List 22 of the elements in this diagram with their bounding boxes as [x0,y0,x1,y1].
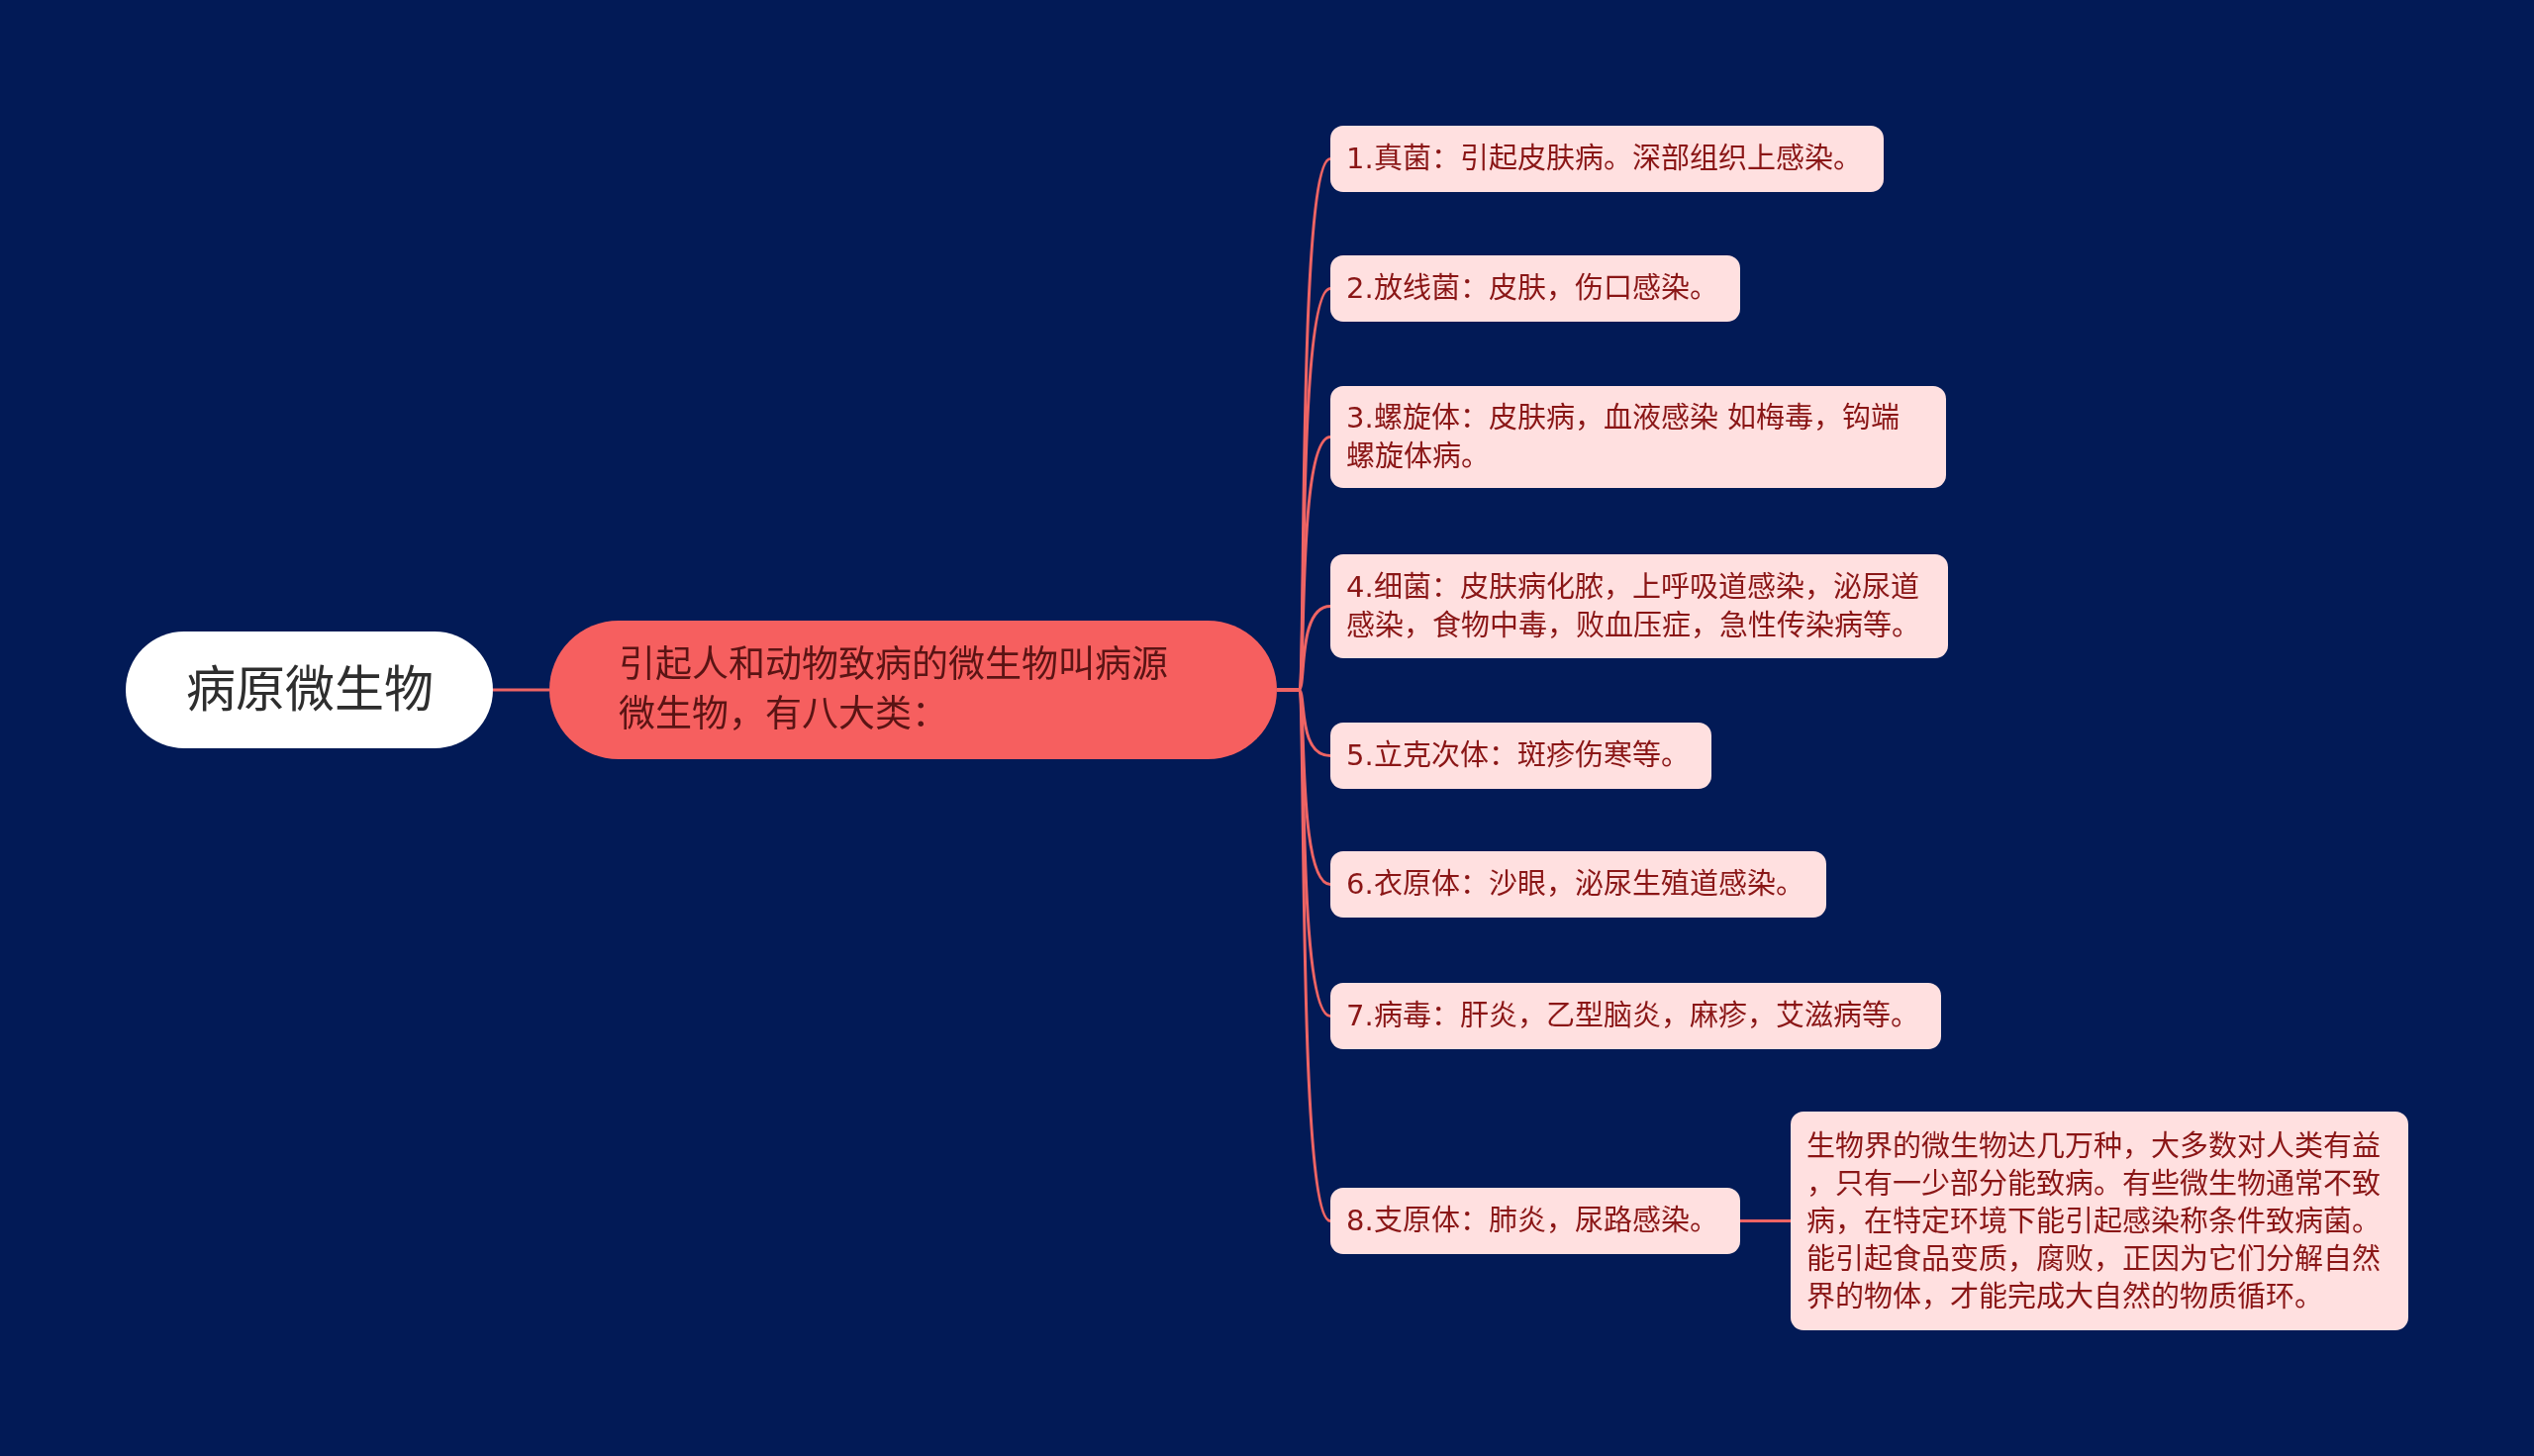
subtopic-label: 2.放线菌：皮肤，伤口感染。 [1346,270,1718,307]
subtopic-box [1330,723,1711,789]
subtopic-box [1330,126,1884,192]
subtopic-label: 5.立克次体：斑疹伤寒等。 [1346,737,1690,774]
subtopic-box [1330,1188,1740,1254]
subtopic-label: 1.真菌：引起皮肤病。深部组织上感染。 [1346,141,1862,177]
subtopic-label: 8.支原体：肺炎，尿路感染。 [1346,1203,1718,1239]
connector-line [493,688,549,692]
subtopic-label: 6.衣原体：沙眼，泌尿生殖道感染。 [1346,866,1804,903]
subtopic-box [1330,554,1948,658]
subtopic-label: 4.细菌：皮肤病化脓，上呼吸道感染，泌尿道感染，食物中毒，败血压症，急性传染病等。 [1346,568,1921,644]
subtopic-box [1330,983,1941,1049]
subtopic-label: 7.病毒：肝炎，乙型脑炎，麻疹，艾滋病等。 [1346,998,1919,1034]
connector-line [1739,1219,1791,1222]
subtopic-box [1330,386,1946,488]
topic-label: 病原微生物 [185,660,434,720]
subtopic-box [1330,255,1740,322]
subtopic-box [1330,851,1826,918]
subtopic-label: 3.螺旋体：皮肤病，血液感染 如梅毒，钩端螺旋体病。 [1346,399,1900,475]
note-box [1791,1112,2408,1330]
note-text: 生物界的微生物达几万种，大多数对人类有益，只有一少部分能致病。有些微生物通常不致病，在特定环境下能引起感染称条件致病菌。能引起食品变质，腐败，正因为它们分解自然界的物体，才能完成大自然的物质循环。 [1806,1127,2382,1315]
topic-label: 引起人和动物致病的微生物叫病源微生物，有八大类： [619,642,1169,737]
